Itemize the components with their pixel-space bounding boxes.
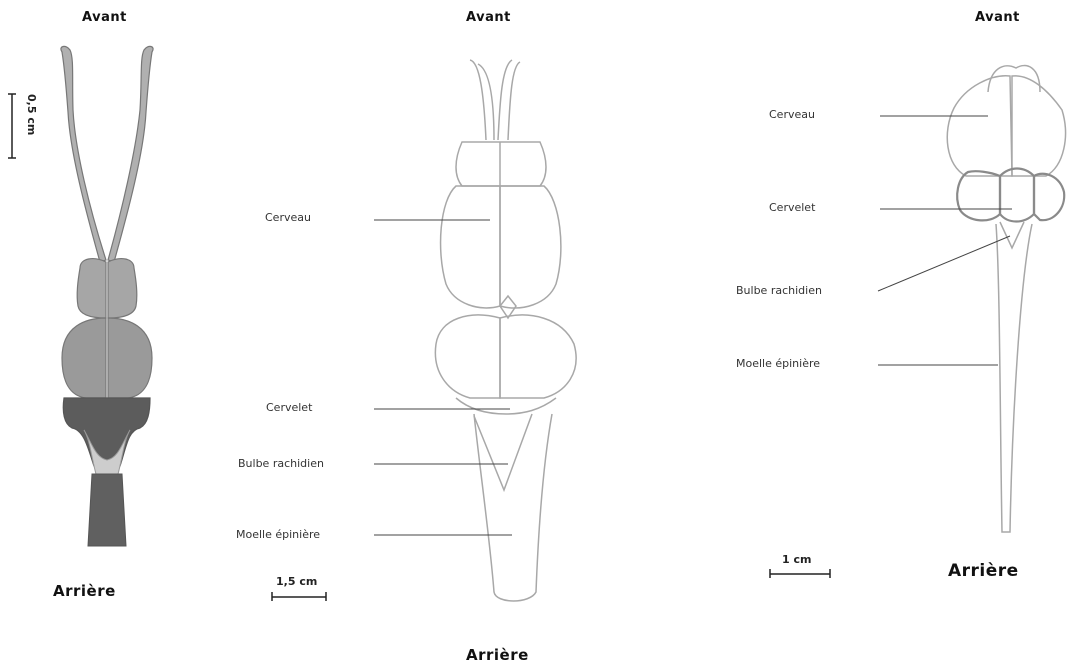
panel-3-leader-lines xyxy=(878,116,1012,365)
dark-lobes xyxy=(63,398,150,466)
olfactory-lobe xyxy=(456,142,546,186)
panel-1-bottom-label: Arrière xyxy=(53,582,116,600)
panel-3-label-spinal-cord: Moelle épinière xyxy=(736,357,820,370)
panel-1-scale-label: 0,5 cm xyxy=(25,94,38,135)
olfactory-lobe-left xyxy=(77,259,106,318)
panel-2-label-cerebellum: Cervelet xyxy=(266,401,312,414)
cerebellum-left xyxy=(957,171,1000,220)
panel-2-label-medulla: Bulbe rachidien xyxy=(238,457,324,470)
spinal-cord xyxy=(474,414,552,601)
panel-2-label-brain: Cerveau xyxy=(265,211,311,224)
hemisphere-right xyxy=(1012,76,1065,176)
panel-1-scale-bar xyxy=(8,94,16,158)
panel-3-bottom-label: Arrière xyxy=(948,561,1019,581)
panel-2-scale-label: 1,5 cm xyxy=(276,575,317,588)
cerebellum xyxy=(456,398,556,414)
hemisphere-right xyxy=(500,186,561,308)
hemisphere-right xyxy=(108,318,152,398)
medulla xyxy=(1000,222,1024,248)
olfactory-stalk-right xyxy=(108,46,153,262)
panel-1-brain-drawing xyxy=(61,46,153,546)
panel-3-brain-drawing xyxy=(947,66,1065,176)
panel-2-brain-drawing xyxy=(435,60,576,601)
medulla xyxy=(474,414,532,490)
optic-lobe-right xyxy=(500,315,576,398)
panel-3-label-cerebellum: Cervelet xyxy=(769,201,815,214)
olfactory-stalk-left xyxy=(61,46,106,262)
panel-3-label-brain: Cerveau xyxy=(769,108,815,121)
panel-3-spinal xyxy=(996,222,1032,532)
optic-lobe-left xyxy=(435,315,500,398)
olfactory-stalk-left xyxy=(470,60,486,140)
panel-1-top-label: Avant xyxy=(82,10,127,25)
olfactory-lobe-right xyxy=(108,259,137,318)
spinal-cord xyxy=(996,224,1032,532)
hemisphere-left xyxy=(62,318,106,398)
olfactory-bulbs xyxy=(988,66,1040,92)
hemisphere-left xyxy=(947,76,1012,176)
panel-2-top-label: Avant xyxy=(466,10,511,25)
panel-3-scale-bar xyxy=(770,569,830,578)
olfactory-stalk-right xyxy=(508,62,520,140)
panel-3-scale-label: 1 cm xyxy=(782,553,811,566)
panel-2-label-spinal-cord: Moelle épinière xyxy=(236,528,320,541)
cerebellum-right xyxy=(1034,174,1064,220)
panel-2-scale-bar xyxy=(272,592,326,601)
dark-spinal-column xyxy=(88,474,126,546)
panel-3-top-label: Avant xyxy=(975,10,1020,25)
panel-2-bottom-label: Arrière xyxy=(466,646,529,664)
panel-3-label-medulla: Bulbe rachidien xyxy=(736,284,822,297)
hemisphere-left xyxy=(441,186,500,308)
